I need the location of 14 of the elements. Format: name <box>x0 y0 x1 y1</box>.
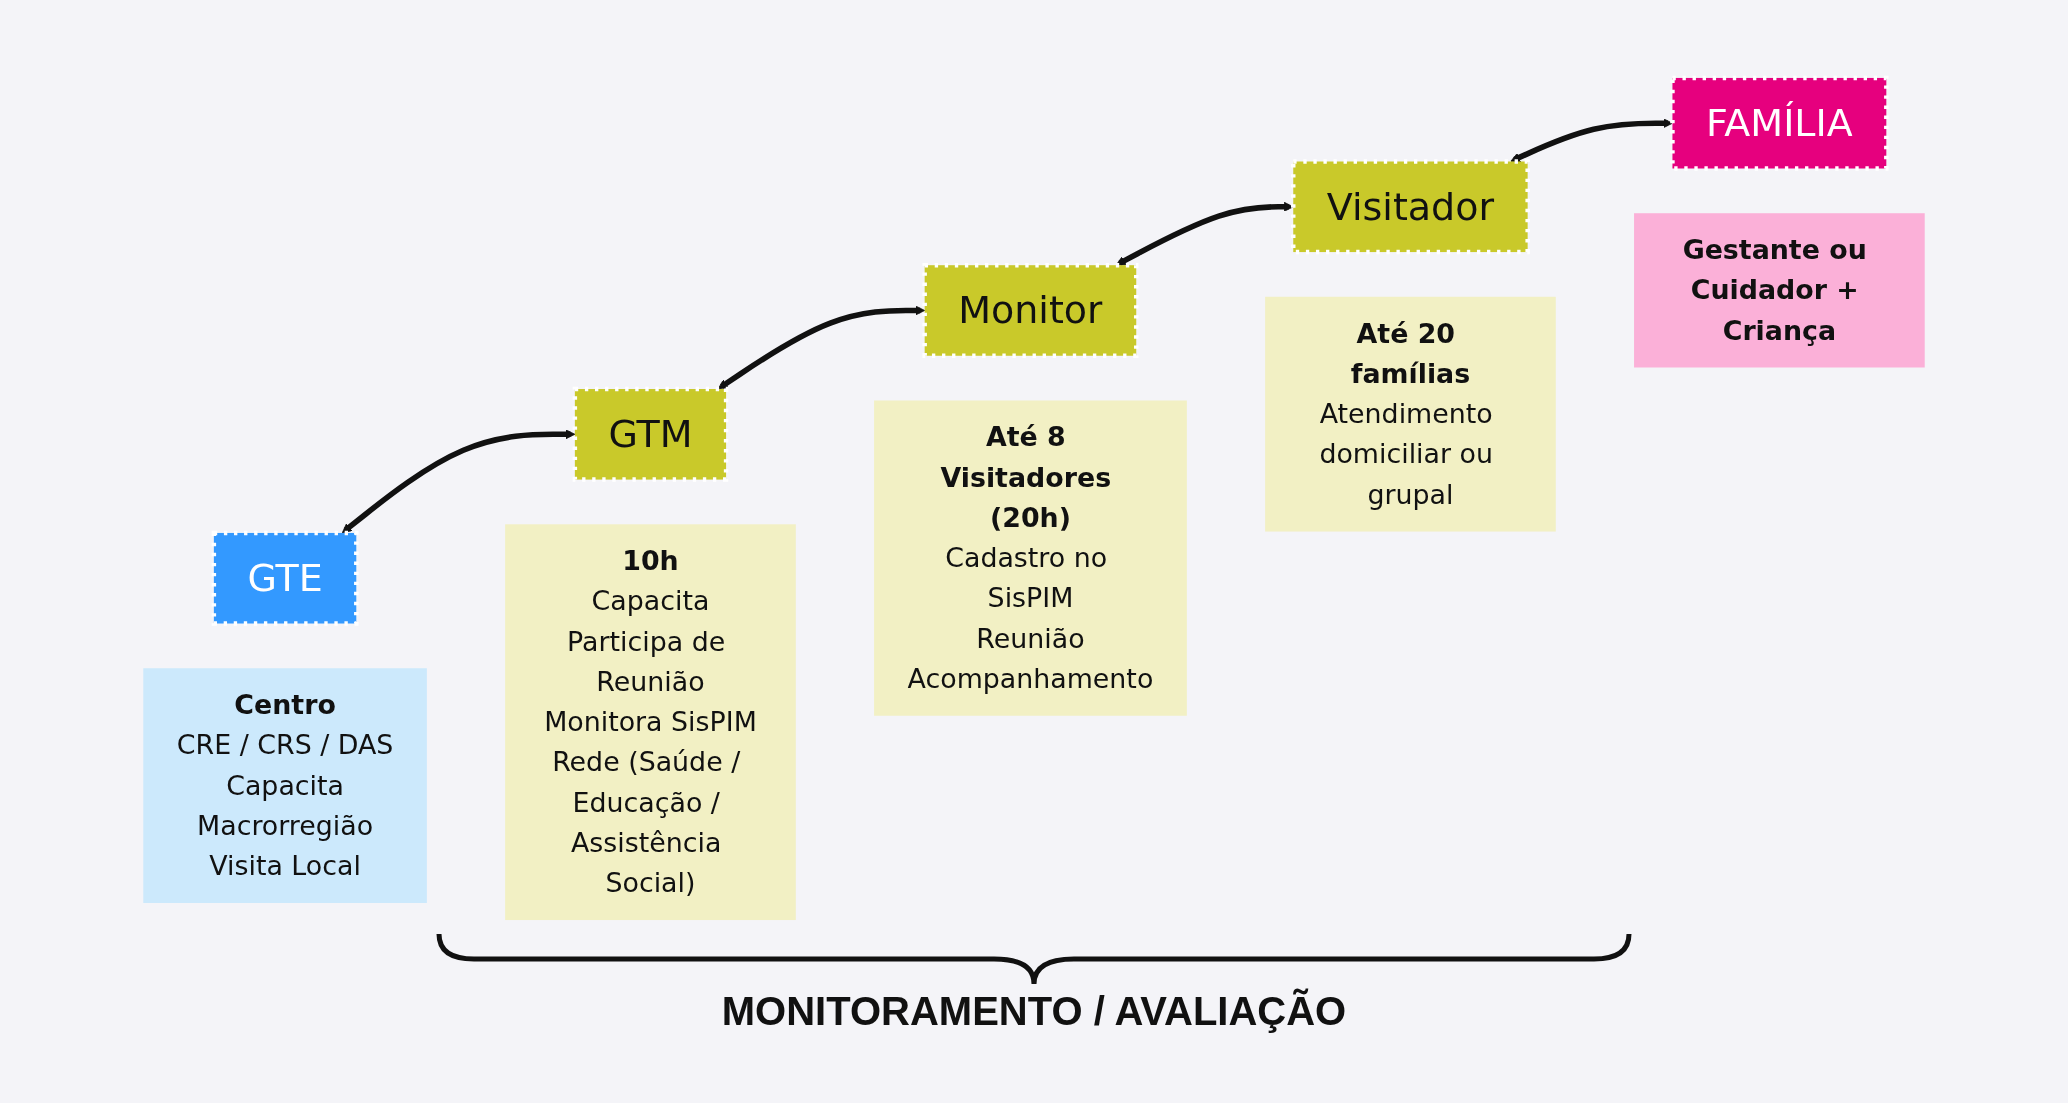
node-box: GTE <box>211 530 359 626</box>
node-box: Gestante ou Cuidador + Criança <box>1634 213 1925 368</box>
arrow <box>1510 118 1673 163</box>
node-box: Centro CRE / CRS / DAS Capacita Macrorregião Visita Local <box>143 668 427 903</box>
node-box: Até 20 famílias Atendimento domiciliar ou grupal <box>1265 296 1556 532</box>
bracket-label: MONITORAMENTO / AVALIAÇÃO <box>721 989 1347 1034</box>
arrow <box>1115 201 1294 266</box>
node-box: 10h Capacita Participa de Reunião Monitora SisPIM Rede (Saúde / Educação / Assistência Social) <box>505 524 796 921</box>
node-box: Visitador <box>1291 159 1530 255</box>
arrow <box>341 429 576 534</box>
node-box: GTM <box>572 386 729 482</box>
node-box: Monitor <box>922 262 1139 358</box>
node-box: FAMÍLIA <box>1670 75 1889 171</box>
node-box: Até 8 Visitadores (20h) Cadastro no SisPIM Reunião Acompanhamento <box>874 400 1187 716</box>
